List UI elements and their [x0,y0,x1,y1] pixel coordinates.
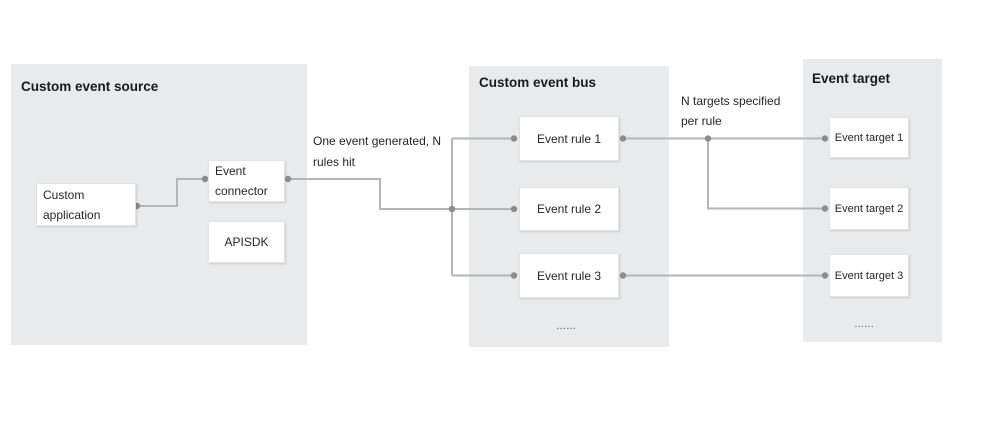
annotation-n-targets-specified: N targets specified per rule [681,91,780,131]
wire-junction-dot [704,135,712,142]
node-custom-application: Custom application [36,183,136,226]
node-label: APISDK [224,235,269,249]
node-event-rule-3: Event rule 3 [519,253,619,298]
node-label: Custom application [43,187,101,222]
annotation-line: rules hit [313,155,356,169]
node-label: Event connector [215,164,268,198]
node-label: Event rule 2 [536,202,602,216]
node-event-target-3: Event target 3 [829,254,909,297]
node-apisdk: APISDK [208,221,285,263]
panel-title-event-target: Event target [812,71,891,86]
node-label: Event rule 1 [536,131,602,146]
annotation-line: N targets specified [681,94,781,108]
node-label: Event target 2 [834,202,904,215]
node-event-rule-1: Event rule 1 [519,116,619,161]
more-items-indicator-bus: ▪▪▪▪▪▪ [557,326,577,332]
node-label: Event rule 3 [536,268,602,283]
annotation-line: One event generated, N [313,134,442,148]
node-event-target-2: Event target 2 [829,187,909,230]
node-event-target-1: Event target 1 [829,117,909,158]
panel-title-custom-event-source: Custom event source [21,79,159,94]
wire-junction-dot [448,205,456,213]
node-event-connector: Event connector [208,160,285,202]
node-label: Event target 3 [834,269,904,282]
annotation-line: per rule [681,114,722,128]
panel-title-custom-event-bus: Custom event bus [479,75,597,90]
more-items-indicator-target: ▪▪▪▪▪▪ [855,324,875,330]
annotation-one-event-generated: One event generated, N rules hit [313,131,441,173]
node-label: Event target 1 [834,131,904,144]
node-event-rule-2: Event rule 2 [519,187,619,231]
